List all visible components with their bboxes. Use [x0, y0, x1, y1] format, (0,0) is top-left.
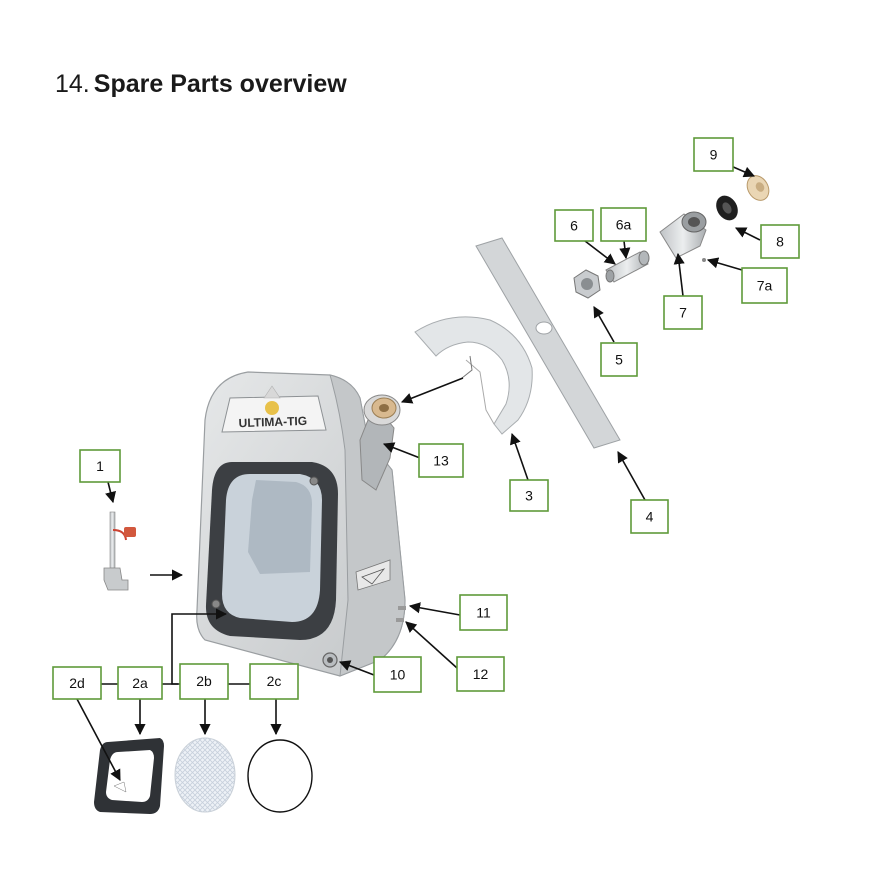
arrow-11 — [408, 602, 461, 616]
callout-4: 4 — [630, 499, 669, 534]
svg-text:2d: 2d — [69, 675, 85, 691]
warning-icon — [361, 568, 386, 585]
callout-7a: 7a — [741, 267, 788, 304]
callout-6: 6 — [554, 209, 594, 242]
section-number: 14. — [55, 70, 90, 98]
part-5-nut — [573, 269, 601, 299]
callout-2a: 2a — [117, 666, 163, 700]
frame-screw — [211, 599, 221, 609]
pin-11 — [398, 606, 406, 610]
page-title: 14.Spare Parts overview — [55, 70, 347, 99]
electrode-holder-bore — [379, 404, 389, 412]
part-6-sleeve — [605, 250, 650, 283]
svg-text:10: 10 — [390, 667, 406, 683]
arrow-7a — [706, 257, 743, 271]
part-9-cap — [746, 175, 770, 201]
part-8-o-ring — [716, 195, 738, 221]
arrow-1 — [105, 481, 116, 504]
arrow-8 — [734, 227, 761, 241]
part-2b-mesh — [174, 737, 236, 813]
callout-9: 9 — [693, 137, 734, 172]
part-7a-pin — [702, 258, 706, 262]
part-3-cover — [414, 316, 533, 435]
callout-6a: 6a — [600, 207, 647, 242]
part-1-fitting — [103, 511, 136, 591]
chamber-inner — [248, 480, 312, 574]
svg-text:3: 3 — [525, 488, 533, 504]
main-housing: ULTIMA-TIG — [196, 371, 406, 677]
arrow-6a — [619, 240, 631, 260]
arrow-13 — [382, 442, 421, 459]
callouts: 1 2a 2b 2c 2d 3 4 5 6 6a 7 7a 8 9 10 — [52, 137, 800, 700]
part-2c-o-ring — [247, 739, 313, 813]
svg-text:6: 6 — [570, 218, 578, 234]
callout-2c: 2c — [249, 663, 299, 700]
svg-text:2b: 2b — [196, 673, 212, 689]
callout-5: 5 — [600, 342, 638, 377]
part-7-nozzle-body — [659, 211, 707, 262]
frame-screw — [309, 476, 319, 486]
svg-text:2a: 2a — [132, 675, 148, 691]
part-2d-frame-gasket — [94, 738, 164, 814]
svg-text:2c: 2c — [267, 673, 282, 689]
callout-12: 12 — [456, 656, 505, 692]
side-sticker — [355, 559, 391, 591]
gas-connector-bore — [327, 657, 333, 663]
svg-text:13: 13 — [433, 453, 449, 469]
arrow-7 — [673, 252, 685, 297]
callout-13: 13 — [418, 443, 464, 478]
arrow-3 — [510, 432, 529, 481]
arrow-5 — [593, 306, 615, 343]
callout-2d: 2d — [52, 666, 102, 700]
pin-12 — [396, 618, 404, 622]
svg-text:9: 9 — [710, 147, 718, 163]
svg-text:12: 12 — [473, 666, 489, 682]
callout-7: 7 — [663, 295, 703, 330]
product-label: ULTIMA-TIG — [238, 414, 307, 430]
housing-side — [329, 374, 406, 677]
svg-text:7: 7 — [679, 305, 687, 321]
arrow-4 — [617, 451, 646, 501]
logo-sun-icon — [265, 401, 279, 415]
arrow-12 — [405, 621, 458, 669]
section-title: Spare Parts overview — [93, 70, 347, 98]
callout-11: 11 — [459, 594, 508, 631]
callout-8: 8 — [760, 224, 800, 259]
callout-1: 1 — [79, 449, 121, 483]
svg-text:1: 1 — [96, 458, 104, 474]
arrow-holder — [400, 377, 464, 404]
arrow-2d — [76, 698, 121, 781]
svg-text:7a: 7a — [757, 278, 773, 294]
callout-3: 3 — [509, 479, 549, 512]
leader-lines — [76, 165, 761, 781]
arrow-9 — [730, 165, 756, 178]
callout-2b: 2b — [179, 663, 229, 700]
svg-text:4: 4 — [646, 509, 654, 525]
svg-text:8: 8 — [776, 234, 784, 250]
arrow-10 — [338, 660, 375, 676]
logo-mountain-icon — [263, 385, 281, 399]
arrow-6 — [584, 240, 616, 265]
svg-text:6a: 6a — [616, 217, 632, 233]
part-4-bar — [475, 237, 621, 449]
svg-text:11: 11 — [476, 605, 491, 621]
callout-10: 10 — [373, 656, 422, 693]
svg-text:5: 5 — [615, 352, 623, 368]
